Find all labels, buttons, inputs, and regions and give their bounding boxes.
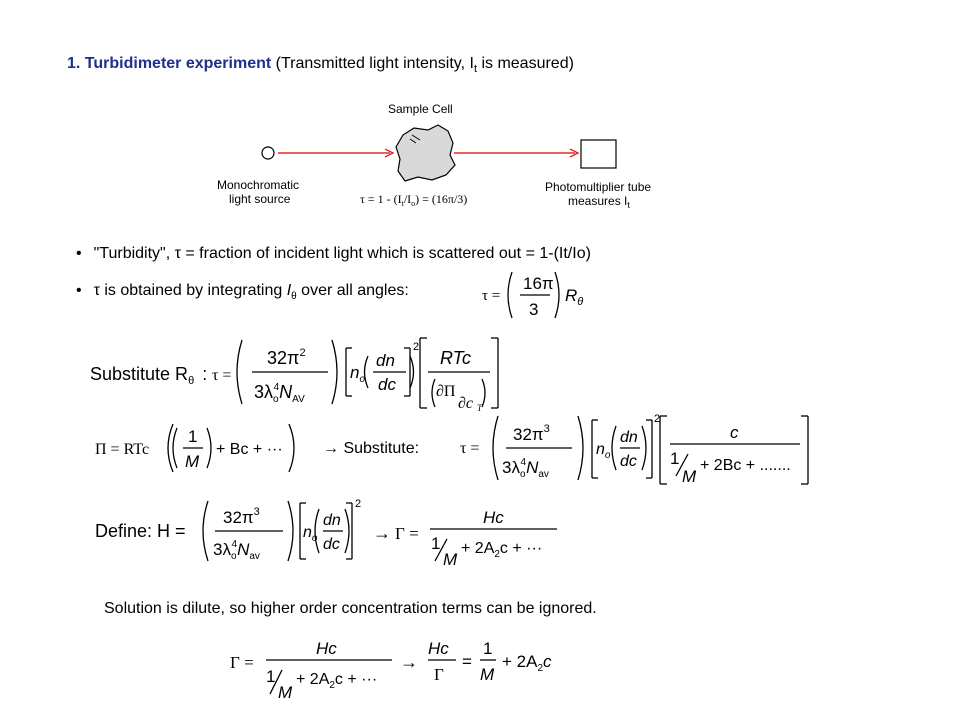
bullet-text-b: over all angles: (296, 282, 409, 299)
define-gamma: Γ = (395, 524, 419, 543)
sample-cell-icon (395, 124, 456, 182)
detector-label-line2: measures It (568, 194, 630, 210)
substitute-square: 2 (413, 341, 419, 353)
tau-sub-frac-num: 32π3 (513, 423, 550, 444)
tau-sub-n: no (596, 441, 611, 461)
define-frac-den: 3λo4Nav (213, 539, 260, 562)
bullet-italic-i: I (286, 282, 292, 299)
substitute-prefix: Substitute Rθ: (90, 364, 207, 387)
photomultiplier-tube-icon (580, 139, 617, 169)
bullet-marker: • (76, 282, 82, 299)
define-arrow: → (373, 523, 391, 543)
bullet-text-a: τ is obtained by integrating (93, 282, 287, 299)
transmitted-beam-arrowhead (569, 148, 580, 158)
title-rest: (Transmitted light intensity, I (271, 55, 474, 72)
light-source-icon (261, 146, 275, 160)
pi-bc: + Bc + ··· (216, 441, 283, 458)
pi-m: M (185, 452, 200, 471)
equation-tau-substituted: τ = 32π3 3λo4Nav no dn dc 2 c 1 M + 2Bc … (460, 413, 809, 486)
final-tail: + 2A2c + ··· (296, 671, 377, 691)
define-square: 2 (355, 498, 361, 510)
final-gamma-den: Γ (434, 665, 444, 684)
tau-sub-lhs: τ = (460, 440, 479, 457)
final-arrow: → (400, 652, 418, 672)
tau-sub-dn: dn (620, 429, 638, 446)
tau-sub-tail: + 2Bc + ....... (700, 457, 791, 474)
tau-sub-one: 1 (670, 449, 679, 468)
define-dc: dc (323, 536, 340, 553)
bullet-marker: • (76, 245, 82, 262)
title-sub: t (473, 63, 477, 76)
tau-r-den: 3 (529, 300, 538, 319)
tau-sub-square: 2 (654, 413, 660, 425)
tau-sub-m: M (682, 467, 697, 486)
section-title: 1. Turbidimeter experiment (Transmitted … (67, 55, 574, 75)
tau-lhs: τ = (482, 288, 500, 304)
bullet-turbidity: • "Turbidity", τ = fraction of incident l… (76, 245, 591, 263)
dilute-note: Solution is dilute, so higher order conc… (104, 600, 597, 617)
final-hc: Hc (316, 639, 337, 658)
pi-one: 1 (188, 427, 197, 446)
define-m: M (443, 550, 458, 569)
pi-arrow-substitute: → Substitute: (323, 440, 419, 457)
equation-pi-expansion: Π = RTc 1 M + Bc + ··· → Substitute: (95, 423, 419, 473)
detector-label-line1: Photomultiplier tube (545, 180, 651, 194)
final-gamma: Γ = (230, 653, 254, 672)
bullet-sub: θ (291, 291, 297, 303)
tau-sub-c: c (730, 423, 739, 442)
incident-beam-arrowhead (384, 148, 395, 158)
tau-sub-dc: dc (620, 453, 637, 470)
tau-sub-frac-den: 3λo4Nav (502, 457, 549, 480)
sample-cell-mark (409, 134, 421, 144)
substitute-frac-den: 3λo4NAV (254, 382, 305, 405)
substitute-dpi: ∂Π (436, 383, 456, 400)
title-rest-suffix: is measured) (477, 55, 574, 72)
define-n: no (303, 524, 318, 544)
final-m-2: M (480, 665, 495, 684)
substitute-rtc: RTc (440, 348, 471, 368)
tau-r-R: Rθ (565, 286, 583, 308)
title-highlight: 1. Turbidimeter experiment (67, 55, 272, 72)
final-one: 1 (266, 667, 275, 686)
pi-lhs: Π = RTc (95, 441, 149, 458)
diagram-formula: τ = 1 - (It/Io) = (16π/3) (360, 192, 467, 208)
substitute-frac-num: 32π2 (267, 347, 306, 368)
bullet-integration: • τ is obtained by integrating Iθ over al… (76, 282, 409, 302)
equation-define-h: Define: H = 32π3 3λo4Nav no dn dc 2 → Γ … (95, 498, 557, 569)
define-prefix: Define: H = (95, 521, 186, 541)
final-m: M (278, 683, 293, 702)
source-label-line1: Monochromatic (217, 178, 299, 192)
sample-cell-label: Sample Cell (388, 102, 453, 116)
substitute-dn: dn (376, 351, 395, 370)
define-dn: dn (323, 512, 341, 529)
equation-final: Γ = Hc 1 M + 2A2c + ··· → Hc Γ = 1 M + 2… (230, 639, 552, 702)
define-tail: + 2A2c + ··· (461, 540, 542, 560)
final-equals: = (462, 652, 472, 671)
define-one: 1 (431, 534, 440, 553)
source-label-line2: light source (229, 192, 291, 206)
bullet-text: "Turbidity", τ = fraction of incident li… (93, 245, 591, 262)
substitute-dc: dc (378, 375, 396, 394)
define-hc: Hc (483, 508, 504, 527)
final-tail-2: + 2A2c (502, 652, 552, 674)
substitute-tau: τ = (212, 367, 231, 384)
tau-r-num: 16π (523, 274, 554, 293)
turbidimeter-diagram: Sample Cell Monochromatic light source P… (217, 102, 651, 210)
define-frac-num: 32π3 (223, 506, 260, 527)
final-hc-2: Hc (428, 639, 449, 658)
substitute-n: no (350, 363, 365, 385)
equation-substitute-r: Substitute Rθ: τ = 32π2 3λo4NAV no dn dc… (90, 337, 499, 413)
final-one-2: 1 (483, 639, 492, 658)
equation-tau-r: τ = 16π 3 Rθ (482, 271, 583, 319)
